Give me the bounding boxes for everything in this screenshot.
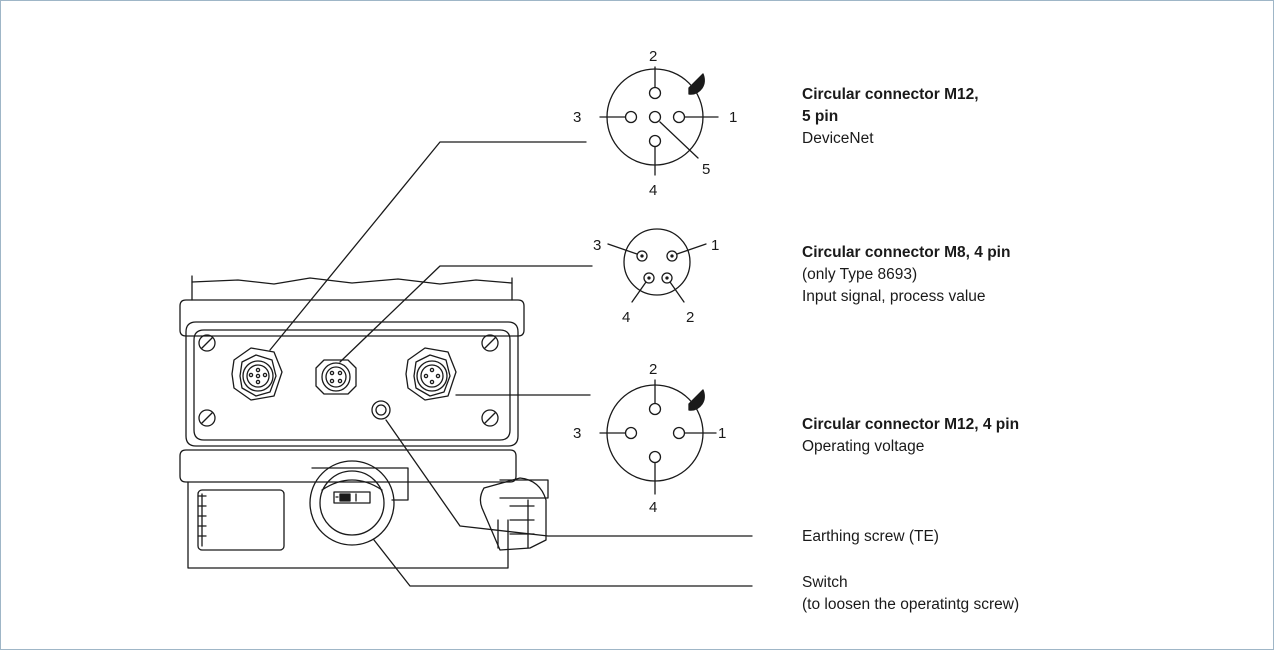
pin-label-3: 3 <box>573 425 581 442</box>
switch-label: Switch (to loosen the operatintg screw) <box>802 572 1019 616</box>
pin-label-3: 3 <box>593 237 601 254</box>
connector-3-description: Operating voltage <box>802 438 925 455</box>
connector-3-label: Circular connector M12, 4 pin Operating … <box>802 414 1019 458</box>
connector-m8-4pin-icon <box>607 228 707 303</box>
pin-numbers-connector-1: 1 2 3 4 5 <box>573 48 737 199</box>
pin-label-4: 4 <box>649 499 657 516</box>
switch-text-line1: Switch <box>802 574 848 591</box>
pin-label-1: 1 <box>729 109 737 126</box>
connector-m12-5pin-port-icon <box>231 347 283 401</box>
connector-1-title-line1: Circular connector M12, <box>802 86 979 103</box>
connector-1-title-line2: 5 pin <box>802 108 839 125</box>
connector-2-description-line2: Input signal, process value <box>802 288 986 305</box>
pin-label-3: 3 <box>573 109 581 126</box>
connector-2-label: Circular connector M8, 4 pin (only Type … <box>802 242 1010 308</box>
connector-m12-4pin-icon <box>599 379 717 495</box>
device-housing-icon <box>179 275 549 569</box>
earthing-screw-label: Earthing screw (TE) <box>802 526 939 548</box>
pin-label-2: 2 <box>649 361 657 378</box>
connector-m12-4pin-port-icon <box>405 347 457 401</box>
earthing-screw-text: Earthing screw (TE) <box>802 528 939 545</box>
pin-numbers-connector-3: 1 2 3 4 <box>573 361 726 516</box>
pin-numbers-connector-2: 1 2 3 4 <box>593 237 719 326</box>
pin-label-1: 1 <box>718 425 726 442</box>
earthing-screw-icon <box>371 400 391 420</box>
switch-text-line2: (to loosen the operatintg screw) <box>802 596 1020 613</box>
connector-2-title: Circular connector M8, 4 pin <box>802 244 1011 261</box>
connector-2-description-line1: (only Type 8693) <box>802 266 918 283</box>
connector-m8-4pin-port-icon <box>315 359 357 395</box>
pin-label-2: 2 <box>649 48 657 65</box>
connector-m12-5pin-icon <box>599 66 719 176</box>
connector-3-title: Circular connector M12, 4 pin <box>802 416 1020 433</box>
pin-label-5: 5 <box>702 161 710 178</box>
pin-label-1: 1 <box>711 237 719 254</box>
pin-label-2: 2 <box>686 309 694 326</box>
pin-label-4: 4 <box>649 182 657 199</box>
pin-label-4: 4 <box>622 309 630 326</box>
leader-lines <box>269 141 753 587</box>
connector-1-description: DeviceNet <box>802 130 874 147</box>
connector-1-label: Circular connector M12, 5 pin DeviceNet <box>802 84 979 150</box>
